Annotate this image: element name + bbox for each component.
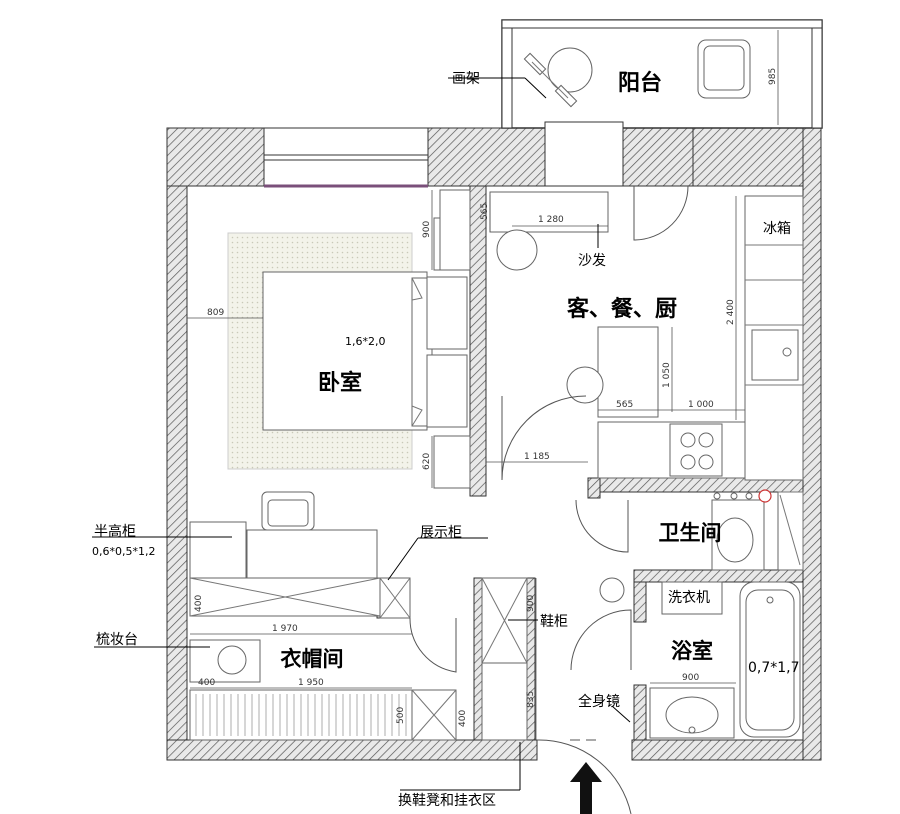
dim-bed-bottom: 620 (422, 453, 432, 470)
tub-size: 0,7*1,7 (748, 660, 800, 676)
doors (409, 185, 689, 814)
dim-table-h: 1 050 (662, 362, 672, 388)
dim-closet-1970: 1 970 (272, 624, 298, 634)
bed-size: 1,6*2,0 (345, 335, 386, 348)
entrance-arrow-icon (570, 739, 602, 814)
closet-furniture (189, 577, 457, 741)
room-label-balcony: 阳台 (618, 70, 662, 96)
label-shoe-cabinet: 鞋柜 (540, 614, 568, 630)
bedroom-window (263, 127, 429, 188)
label-sofa: 沙发 (578, 253, 606, 269)
label-dresser: 梳妆台 (96, 632, 138, 648)
living-furniture (489, 191, 804, 481)
dim-sofa-len: 1 280 (538, 215, 564, 225)
label-mirror: 全身镜 (578, 693, 620, 710)
room-label-toilet: 卫生间 (659, 521, 722, 545)
dim-table-565: 565 (616, 400, 633, 410)
room-label-closet: 衣帽间 (281, 647, 344, 671)
room-label-bedroom: 卧室 (318, 370, 362, 396)
dim-shoe-900: 900 (526, 595, 536, 612)
dim-shoe-835: 835 (526, 691, 536, 708)
label-half-cabinet-size: 0,6*0,5*1,2 (92, 545, 155, 558)
label-washer: 洗衣机 (668, 590, 710, 606)
dim-table-1000: 1 000 (688, 400, 714, 410)
shoe-cabinet (481, 577, 528, 741)
dim-closet-500: 500 (396, 707, 406, 724)
dim-sofa-depth: 565 (480, 203, 490, 220)
dim-bath-900: 900 (682, 673, 699, 683)
label-display-cabinet: 展示柜 (420, 525, 462, 541)
dim-closet-400: 400 (198, 678, 215, 688)
label-easel: 画架 (452, 71, 480, 87)
bath-furniture (599, 489, 804, 739)
dimension-lines (187, 190, 745, 740)
dim-balcony-h: 985 (768, 68, 778, 85)
dim-kitchen-h: 2 400 (726, 299, 736, 325)
dim-closet-400b: 400 (458, 710, 468, 727)
bedroom-furniture (189, 189, 471, 579)
label-half-cabinet: 半高柜 (94, 523, 136, 540)
walls (166, 127, 822, 761)
dim-bed-top: 900 (422, 221, 432, 238)
dim-display-400: 400 (194, 595, 204, 612)
room-label-bathroom: 浴室 (671, 639, 713, 663)
label-bench: 换鞋凳和挂衣区 (398, 792, 496, 809)
room-label-living: 客、餐、厨 (567, 296, 677, 322)
dim-corridor: 1 185 (524, 452, 550, 462)
dim-bed-side: 809 (207, 308, 224, 318)
dim-closet-1950: 1 950 (298, 678, 324, 688)
balcony (501, 19, 823, 187)
label-fridge: 冰箱 (763, 221, 791, 237)
leader-lines (92, 77, 631, 791)
